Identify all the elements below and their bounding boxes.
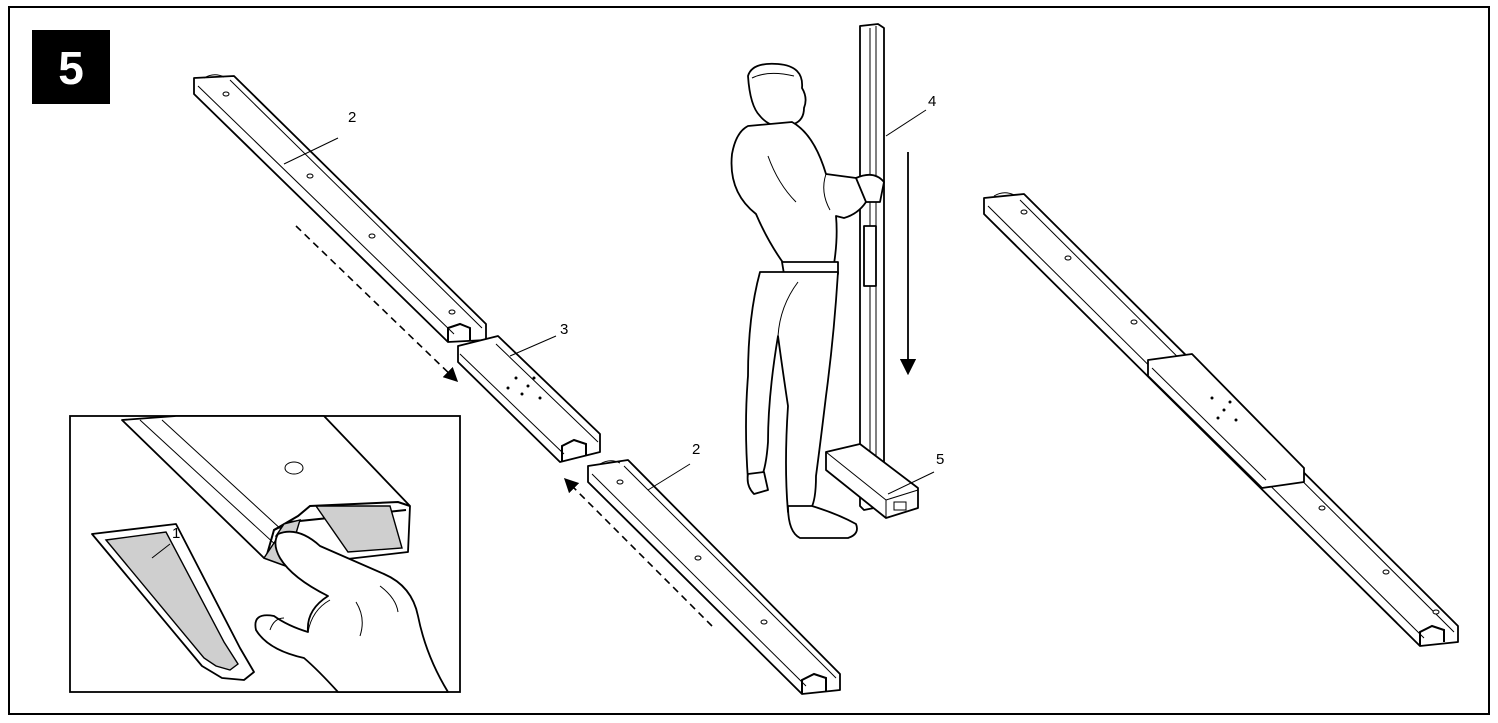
leader-line [885,109,927,137]
inset-adhesive-detail [69,415,461,693]
callout-splice-connector: 3 [560,321,568,338]
leader-line [509,335,557,357]
callout-beam-lower: 2 [692,441,700,458]
assembled-beam [983,192,1459,647]
leader-line [151,543,171,559]
leader-line [283,137,339,165]
post-base [825,443,919,519]
leader-line [887,471,935,495]
callout-post-base: 5 [936,451,944,468]
callout-beam-upper: 2 [348,109,356,126]
callout-post: 4 [928,93,936,110]
insert-arrow-lower [563,477,713,627]
beam-lower [587,459,841,695]
post [859,23,885,511]
splice-connector [457,335,601,463]
worker-figure [730,62,885,539]
callout-adhesive-pouch: 1 [172,525,180,542]
instruction-figure: 5 2 3 2 [8,6,1490,715]
leader-line [647,463,691,491]
step-badge: 5 [32,30,110,104]
assembly-diagram: 5 2 3 2 [8,6,1490,715]
insert-arrow-upper [295,225,459,382]
step-number: 5 [58,42,84,94]
